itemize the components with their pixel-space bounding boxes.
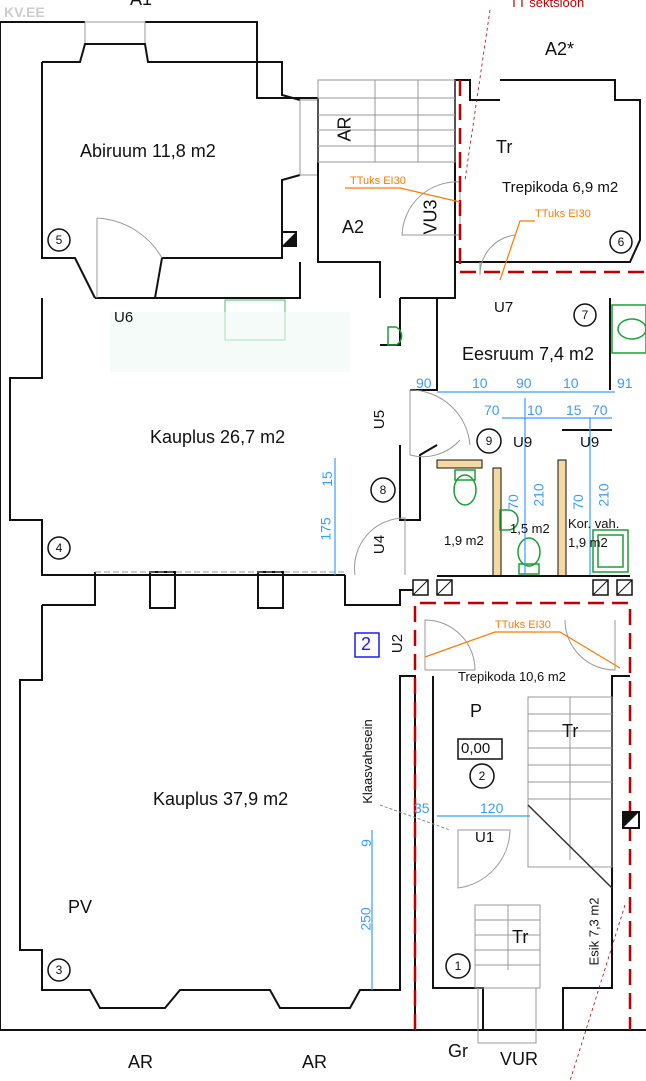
room-number: 6	[617, 235, 625, 249]
dimension-label: 210	[595, 483, 612, 507]
room-trepikoda-10: Trepikoda 10,6 m2	[458, 669, 566, 684]
label-gr: Gr	[448, 1041, 468, 1061]
room-number: 7	[581, 308, 589, 322]
dimension-label: 90	[516, 375, 532, 391]
room-number: 3	[55, 963, 63, 977]
label-a1: A1	[130, 0, 152, 8]
room-trepikoda-6: Trepikoda 6,9 m2	[502, 179, 619, 196]
dimension-lines	[334, 391, 615, 990]
room-number: 2	[478, 769, 486, 783]
room-abiruum: Abiruum 11,8 m2	[80, 141, 216, 161]
door-u9-a: U9	[513, 434, 533, 451]
door-u6: U6	[114, 309, 134, 326]
walls	[0, 21, 646, 1044]
label-p: P	[470, 701, 483, 721]
door-u1: U1	[475, 829, 495, 846]
dimension-label: 35	[414, 800, 430, 816]
dimension-label: 70	[569, 494, 586, 510]
stair-tr-3: Tr	[512, 927, 529, 947]
room-eesruum: Eesruum 7,4 m2	[462, 344, 595, 364]
dimension-label: 70	[504, 494, 521, 510]
dimension-label: 90	[416, 375, 432, 391]
room-number-markers	[47, 228, 633, 982]
dimension-label: 250	[357, 907, 374, 931]
stair-tr-2: Tr	[562, 721, 579, 741]
door-u2: U2	[389, 633, 407, 654]
kor-label: Kor. vah.	[568, 516, 620, 531]
glass-wall-label: Klaasvahesein	[359, 719, 375, 804]
dimension-label: 210	[530, 483, 547, 507]
door-vu3: VU3	[420, 199, 441, 235]
label-ar-bottom-right: AR	[302, 1052, 328, 1072]
door-u9-b: U9	[580, 434, 600, 451]
fire-door-label: TTuks EI30	[535, 208, 591, 220]
label-pv: PV	[68, 897, 93, 917]
fire-door-label: TTuks EI30	[495, 619, 551, 631]
wc9-area: 1,5 m2	[510, 521, 550, 536]
stair-entrance	[474, 904, 541, 1044]
dimension-label: 70	[484, 402, 500, 418]
label-a2-star: A2*	[545, 39, 575, 59]
room-esik: Esik 7,3 m2	[586, 897, 602, 966]
fire-door-leaders	[345, 187, 621, 669]
section-label: TT sektsioon	[510, 0, 585, 10]
dimension-label: 70	[592, 402, 608, 418]
room-kauplus-2: Kauplus 37,9 m2	[153, 789, 289, 809]
dimension-label: 10	[472, 375, 488, 391]
dimension-label: 15	[566, 402, 582, 418]
door-u4: U4	[371, 534, 389, 555]
label-ar-top: AR	[334, 116, 355, 142]
room-number: 8	[379, 483, 387, 497]
watermark-logo: KV.EE	[4, 4, 45, 20]
dimension-label: 10	[563, 375, 579, 391]
wc8-area: 1,9 m2	[444, 533, 484, 548]
floor-badge: 2	[361, 634, 372, 654]
dimension-label: 10	[527, 402, 543, 418]
room-kauplus-1: Kauplus 26,7 m2	[150, 427, 286, 447]
room-number: 9	[485, 434, 493, 448]
fire-door-label: TTuks EI30	[350, 175, 406, 187]
stair-trepikoda-2	[527, 696, 613, 889]
sanitary-fixtures	[110, 299, 646, 575]
room-number: 1	[454, 959, 462, 973]
label-vur: VUR	[500, 1049, 539, 1069]
dimension-label: 91	[617, 375, 633, 391]
label-a2: A2	[342, 217, 365, 237]
stair-ar	[317, 79, 456, 163]
level-mark: 0,00	[461, 740, 491, 757]
stair-tr-1: Tr	[496, 137, 513, 157]
door-u5: U5	[371, 409, 389, 430]
room-number: 5	[55, 233, 63, 247]
dimension-label: 175	[317, 517, 334, 541]
label-ar-bottom-left: AR	[128, 1052, 154, 1072]
room-number: 4	[55, 541, 63, 555]
kor-area: 1,9 m2	[568, 535, 608, 550]
dimension-label: 15	[318, 471, 335, 487]
dimension-label: 120	[480, 800, 504, 816]
dimension-label: 9	[357, 839, 374, 847]
vent-shafts	[281, 231, 640, 829]
door-u7: U7	[494, 299, 514, 316]
